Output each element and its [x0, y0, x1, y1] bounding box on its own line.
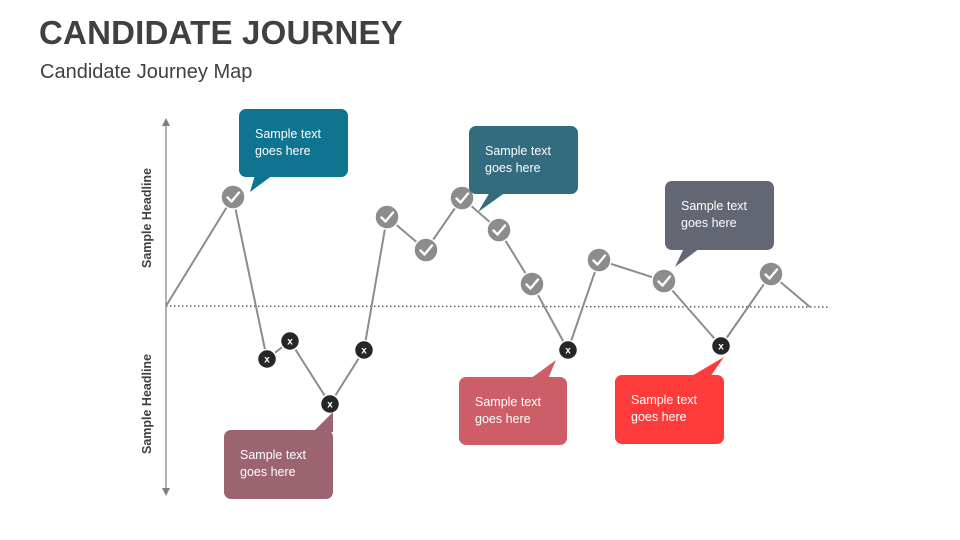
- check-marker: [519, 271, 545, 297]
- page-subtitle: Candidate Journey Map: [40, 61, 253, 83]
- journey-markers: x x x x x x: [220, 184, 784, 415]
- cross-icon: x: [565, 346, 571, 357]
- callout-bubble: Sample text goes here: [239, 109, 348, 192]
- check-icon: [419, 244, 434, 256]
- baseline: [165, 305, 831, 308]
- check-icon: [380, 211, 395, 223]
- callout-text: Sample text: [240, 448, 307, 462]
- cross-icon: x: [361, 346, 367, 357]
- callout-text: Sample text: [631, 393, 698, 407]
- check-marker: [586, 247, 612, 273]
- callout-text: goes here: [240, 465, 296, 479]
- callout-text: goes here: [255, 144, 311, 158]
- check-icon: [455, 192, 470, 204]
- callout-bubble: Sample text goes here: [665, 181, 774, 267]
- callout-bubble: Sample text goes here: [469, 126, 578, 212]
- callout-text: goes here: [475, 412, 531, 426]
- callout-text: goes here: [631, 410, 687, 424]
- check-icon: [592, 254, 607, 266]
- check-marker: [449, 185, 475, 211]
- cross-icon: x: [264, 355, 270, 366]
- check-marker: [651, 268, 677, 294]
- callout-bubble: Sample text goes here: [459, 360, 567, 445]
- check-icon: [525, 278, 540, 290]
- axis-label-top: Sample Headline: [140, 168, 154, 268]
- cross-marker: x: [256, 348, 278, 370]
- callout-text: goes here: [681, 216, 737, 230]
- cross-icon: x: [327, 400, 333, 411]
- page-title: CANDIDATE JOURNEY: [39, 14, 403, 51]
- callout-text: goes here: [485, 161, 541, 175]
- cross-marker: x: [319, 393, 341, 415]
- check-icon: [764, 268, 779, 280]
- callout-bubble: Sample text goes here: [615, 357, 724, 444]
- cross-marker: x: [353, 339, 375, 361]
- cross-marker: x: [710, 335, 732, 357]
- callout-text: Sample text: [475, 395, 542, 409]
- check-marker: [374, 204, 400, 230]
- check-icon: [657, 275, 672, 287]
- cross-icon: x: [718, 342, 724, 353]
- cross-icon: x: [287, 337, 293, 348]
- callout-text: Sample text: [485, 144, 552, 158]
- check-icon: [226, 191, 241, 203]
- callout-bubble: Sample text goes here: [224, 412, 333, 499]
- check-marker: [486, 217, 512, 243]
- check-marker: [758, 261, 784, 287]
- callout-text: Sample text: [681, 199, 748, 213]
- cross-marker: x: [279, 330, 301, 352]
- check-marker: [413, 237, 439, 263]
- axis-label-bottom: Sample Headline: [140, 354, 154, 454]
- cross-marker: x: [557, 339, 579, 361]
- callout-text: Sample text: [255, 127, 322, 141]
- check-marker: [220, 184, 246, 210]
- check-icon: [492, 224, 507, 236]
